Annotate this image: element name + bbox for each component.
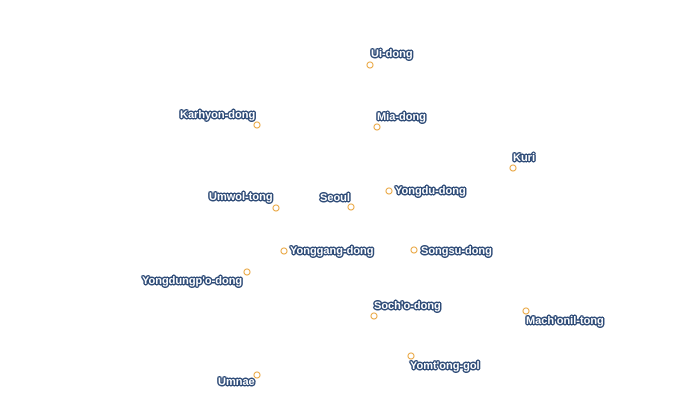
place-label-socho-dong: Soch'o-dong [374,300,441,312]
place-marker-yongdu-dong[interactable] [385,187,393,195]
place-marker-karhyon-dong[interactable] [253,121,261,129]
place-label-umnae: Umnae [218,376,255,388]
place-label-yomtong-gol: Yomt'ong-gol [410,360,480,372]
place-marker-umnae[interactable] [253,371,261,379]
place-label-ui-dong: Ui-dong [371,48,413,60]
place-marker-umwol-tong[interactable] [272,204,280,212]
place-marker-yomtong-gol[interactable] [407,352,415,360]
place-marker-ui-dong[interactable] [366,61,374,69]
place-marker-songsu-dong[interactable] [410,246,418,254]
place-label-karhyon-dong: Karhyon-dong [180,109,256,121]
place-label-kuri: Kuri [513,152,535,164]
place-label-yonggang-dong: Yonggang-dong [290,245,374,257]
place-label-songsu-dong: Songsu-dong [421,245,492,257]
place-marker-socho-dong[interactable] [370,312,378,320]
place-marker-yonggang-dong[interactable] [280,247,288,255]
place-marker-machonil-tong[interactable] [522,307,530,315]
place-marker-mia-dong[interactable] [373,123,381,131]
place-label-umwol-tong: Umwol-tong [209,191,273,203]
place-label-yongdu-dong: Yongdu-dong [395,185,466,197]
place-label-seoul: Seoul [320,192,350,204]
place-marker-yongdungpo-dong[interactable] [243,268,251,276]
place-marker-kuri[interactable] [509,164,517,172]
place-label-yongdungpo-dong: Yongdungp'o-dong [142,275,243,287]
place-marker-seoul[interactable] [347,203,355,211]
place-label-machonil-tong: Mach'onil-tong [526,315,604,327]
place-label-mia-dong: Mia-dong [377,111,426,123]
